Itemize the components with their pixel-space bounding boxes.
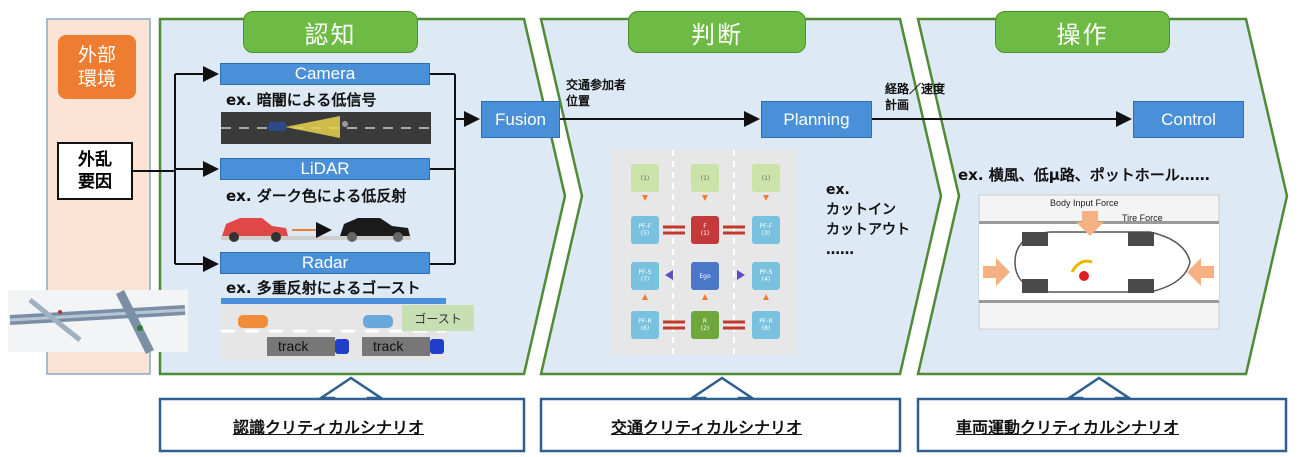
grid-cell-rear-left: PF-R (6) — [631, 311, 659, 339]
track-label-2: track — [373, 338, 404, 354]
scenario-arrow-recognition — [316, 376, 386, 402]
grid-cell-front-right: PF-F (3) — [752, 216, 780, 244]
camera-image — [221, 112, 431, 144]
planning-box: Planning — [761, 101, 872, 138]
camera-box: Camera — [220, 63, 430, 85]
grid-cell-side-right: PF-S (4) — [752, 262, 780, 290]
stage-tab-judgment: 判断 — [628, 11, 806, 53]
scenario-arrow-traffic — [687, 376, 757, 402]
fusion-output-label: 交通参加者 位置 — [566, 78, 627, 108]
radar-box: Radar — [220, 252, 430, 274]
grid-cell-ego: Ego — [691, 262, 719, 290]
scenario-box-recognition — [158, 397, 526, 453]
grid-cell-top-center: (1) — [691, 164, 719, 192]
map-image — [8, 289, 188, 355]
vehicle-dynamics-image — [978, 194, 1220, 330]
scenario-box-traffic — [539, 397, 902, 453]
scenario-arrow-vehicle — [1064, 376, 1134, 402]
grid-cell-front: F (1) — [691, 216, 719, 244]
operation-example: ex. 横風、低μ路、ポットホール…… — [958, 166, 1210, 184]
radar-example: ex. 多重反射によるゴースト — [226, 279, 421, 297]
control-box: Control — [1133, 101, 1244, 138]
planning-output-label: 経路／速度 計画 — [885, 82, 946, 112]
grid-cell-front-left: PF-F (5) — [631, 216, 659, 244]
body-input-force-label: Body Input Force — [1050, 198, 1119, 208]
ghost-label: ゴースト — [402, 305, 474, 331]
scenario-vehicle-label: 車両運動クリティカルシナリオ — [956, 418, 1180, 437]
lidar-example: ex. ダーク色による低反射 — [226, 187, 407, 205]
scenario-traffic-label: 交通クリティカルシナリオ — [611, 418, 803, 437]
grid-cell-top-right: (1) — [752, 164, 780, 192]
grid-cell-rear-right: PF-R (8) — [752, 311, 780, 339]
judgment-example: ex. カットイン カットアウト …… — [826, 182, 910, 258]
grid-cell-side-left: PF-S (7) — [631, 262, 659, 290]
track-label-1: track — [278, 338, 309, 354]
grid-cell-top-left: (1) — [631, 164, 659, 192]
scenario-box-vehicle — [916, 397, 1288, 453]
tire-force-label: Tire Force — [1122, 213, 1163, 223]
fusion-box: Fusion — [481, 101, 560, 138]
scenario-recognition-label: 認識クリティカルシナリオ — [233, 418, 425, 437]
external-environment-label: 外部 環境 — [58, 35, 136, 99]
radar-image — [221, 298, 446, 360]
lidar-image — [221, 218, 411, 242]
stage-tab-operation: 操作 — [995, 11, 1170, 53]
lidar-box: LiDAR — [220, 158, 430, 180]
disturbance-factor-label: 外乱 要因 — [57, 142, 133, 200]
camera-example: ex. 暗闇による低信号 — [226, 91, 377, 109]
stage-tab-recognition: 認知 — [243, 11, 418, 53]
grid-cell-rear: R (2) — [691, 311, 719, 339]
